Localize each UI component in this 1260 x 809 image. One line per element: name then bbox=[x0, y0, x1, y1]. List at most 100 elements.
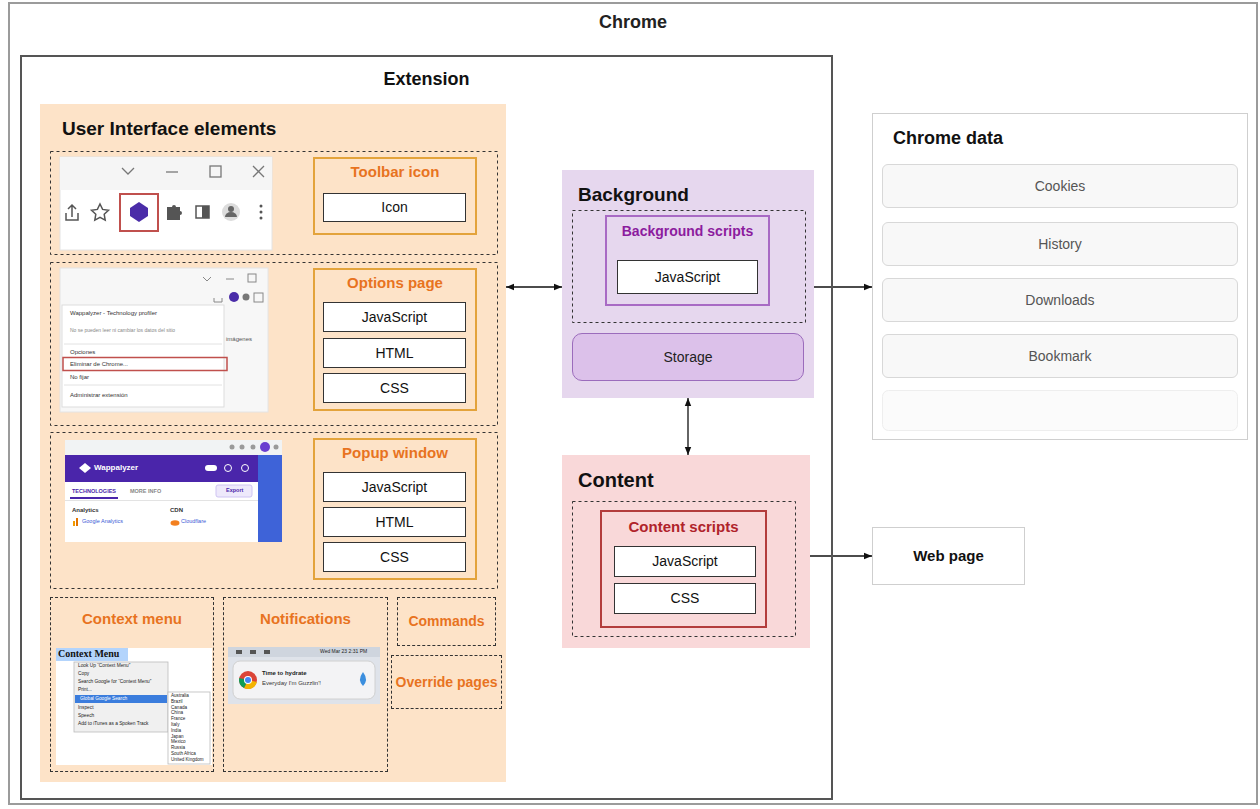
toolbar-screenshot bbox=[166, 171, 178, 172]
node-label: Cookies bbox=[1032, 178, 1089, 194]
screenshot-text: Wappalyzer bbox=[94, 464, 138, 472]
options-screenshot bbox=[63, 358, 227, 371]
notification-screenshot bbox=[360, 672, 366, 686]
popup-screenshot bbox=[230, 445, 235, 450]
options-screenshot bbox=[254, 293, 263, 302]
illustration-part bbox=[573, 502, 796, 637]
node-title: Content bbox=[578, 469, 654, 492]
screenshot-text: MORE INFO bbox=[130, 489, 161, 495]
node-label: CSS bbox=[377, 549, 412, 565]
popup-screenshot bbox=[76, 518, 78, 526]
toolbar-screenshot bbox=[60, 157, 272, 250]
node-label: Icon bbox=[378, 199, 410, 215]
toolbar-screenshot bbox=[167, 205, 182, 220]
dashed-group bbox=[573, 502, 796, 637]
screenshot-text: No fijar bbox=[70, 374, 89, 380]
arrow-connector bbox=[814, 286, 872, 287]
notification-screenshot bbox=[228, 647, 380, 704]
empty-item bbox=[883, 391, 1238, 431]
popup-screenshot bbox=[240, 445, 245, 450]
node-label: JavaScript bbox=[359, 309, 430, 325]
screenshot-text: Search Google for “Context Menu” bbox=[78, 680, 151, 685]
screenshot-text: China bbox=[171, 711, 183, 716]
data-item: History bbox=[882, 222, 1238, 266]
notification-screenshot bbox=[228, 647, 380, 657]
toolbar-screenshot bbox=[228, 206, 234, 212]
node-title: Toolbar icon bbox=[315, 163, 475, 180]
popup-screenshot bbox=[205, 465, 217, 471]
notification-screenshot bbox=[228, 647, 380, 704]
toolbar-screenshot bbox=[225, 212, 237, 217]
screenshot-text: Print... bbox=[78, 688, 92, 693]
screenshot-text: Inspect bbox=[78, 706, 93, 711]
node-title: User Interface elements bbox=[62, 118, 276, 140]
node-label: HTML bbox=[372, 514, 416, 530]
node-label: Bookmark bbox=[1025, 348, 1094, 364]
options-screenshot bbox=[60, 268, 268, 412]
popup-screenshot bbox=[70, 497, 118, 499]
node-title: Chrome data bbox=[893, 128, 1003, 149]
screenshot-text: Time to hydrate bbox=[262, 670, 307, 676]
screenshot-text: Context Menu bbox=[58, 649, 119, 659]
toolbar-screenshot bbox=[260, 217, 263, 220]
popup-screenshot bbox=[216, 485, 252, 497]
file-box: CSS bbox=[323, 542, 466, 572]
options-screenshot bbox=[64, 385, 222, 386]
toolbar-screenshot bbox=[92, 204, 109, 220]
screenshot-text: CDN bbox=[170, 507, 183, 513]
screenshot-text: No se pueden leer ni cambiar los datos d… bbox=[70, 328, 175, 333]
dashed-group bbox=[51, 152, 498, 255]
notification-screenshot bbox=[236, 650, 242, 654]
options-screenshot bbox=[203, 274, 263, 302]
node-label: HTML bbox=[372, 345, 416, 361]
options-screenshot bbox=[214, 298, 222, 302]
toolbar-screenshot bbox=[60, 157, 272, 190]
popup-screenshot bbox=[65, 455, 258, 482]
screenshot-text: Everyday I'm Guzzlin'! bbox=[262, 680, 321, 686]
node-title: Chrome bbox=[10, 12, 1256, 33]
node-label: Storage bbox=[660, 349, 715, 365]
toolbar-screenshot bbox=[60, 157, 272, 250]
file-box: JavaScript bbox=[614, 546, 756, 577]
options-screenshot bbox=[229, 292, 239, 302]
node-title: Options page bbox=[315, 274, 475, 291]
toolbar-screenshot bbox=[210, 166, 221, 177]
context-menu-screenshot bbox=[56, 648, 212, 765]
node-title: Context menu bbox=[51, 610, 213, 627]
popup-screenshot bbox=[225, 465, 232, 472]
file-box: CSS bbox=[323, 373, 466, 403]
popup-screenshot bbox=[251, 445, 256, 450]
toolbar-screenshot bbox=[130, 202, 148, 222]
notification-screenshot bbox=[264, 650, 270, 654]
popup-screenshot bbox=[274, 445, 279, 450]
content-panel: ContentContent scriptsJavaScriptCSS bbox=[562, 455, 810, 648]
popup-screenshot bbox=[65, 500, 258, 501]
toolbar-screenshot bbox=[222, 203, 240, 221]
popup-screenshot bbox=[79, 463, 91, 473]
popup-screenshot bbox=[73, 521, 75, 526]
options-screenshot bbox=[64, 344, 222, 345]
file-box: JavaScript bbox=[323, 472, 466, 502]
screenshot-text: Administrar extensión bbox=[70, 392, 128, 398]
node-label: JavaScript bbox=[652, 269, 723, 285]
file-box: CSS bbox=[614, 583, 756, 614]
popup-screenshot bbox=[65, 440, 282, 542]
storage-box: Storage bbox=[572, 333, 804, 381]
file-box: Icon bbox=[323, 193, 466, 222]
screenshot-text: Cloudflare bbox=[181, 519, 206, 525]
script-box: Background scriptsJavaScript bbox=[605, 215, 770, 306]
screenshot-text: South Africa bbox=[171, 752, 196, 757]
file-box: HTML bbox=[323, 507, 466, 537]
toolbar-screenshot bbox=[122, 168, 134, 174]
popup-screenshot bbox=[65, 482, 258, 542]
dashed-group bbox=[573, 211, 806, 323]
context-menu-screenshot bbox=[168, 692, 210, 764]
screenshot-text: Wed Mar 23 2:31 PM bbox=[320, 649, 367, 654]
illustration-part bbox=[573, 211, 806, 323]
dashed-group bbox=[51, 433, 498, 589]
file-box: JavaScript bbox=[617, 260, 758, 294]
node-label: CSS bbox=[668, 590, 703, 606]
notification-screenshot bbox=[245, 677, 251, 683]
screenshot-text: Speech bbox=[78, 714, 94, 719]
